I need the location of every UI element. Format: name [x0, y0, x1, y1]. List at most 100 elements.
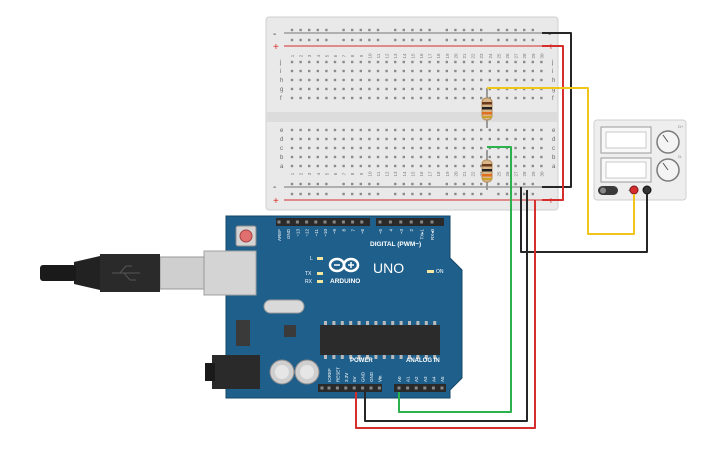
breadboard-hole[interactable]	[480, 155, 483, 159]
breadboard-hole[interactable]	[308, 87, 311, 91]
breadboard-hole[interactable]	[394, 164, 397, 168]
breadboard-hole[interactable]	[514, 69, 517, 73]
breadboard-hole[interactable]	[428, 146, 431, 150]
breadboard-hole[interactable]	[514, 155, 517, 159]
breadboard-hole[interactable]	[454, 78, 457, 82]
rail-hole[interactable]	[359, 192, 362, 196]
rail-hole[interactable]	[523, 28, 526, 32]
header-pin[interactable]	[341, 220, 345, 224]
rail-hole[interactable]	[514, 38, 517, 42]
breadboard-hole[interactable]	[454, 69, 457, 73]
rail-hole[interactable]	[290, 182, 294, 186]
breadboard-hole[interactable]	[325, 78, 328, 82]
breadboard-hole[interactable]	[385, 164, 388, 168]
breadboard-hole[interactable]	[462, 128, 466, 132]
breadboard-hole[interactable]	[359, 164, 362, 168]
breadboard-hole[interactable]	[402, 128, 405, 132]
breadboard-hole[interactable]	[342, 96, 345, 100]
breadboard-hole[interactable]	[497, 96, 500, 100]
rail-hole[interactable]	[454, 192, 457, 196]
header-pin[interactable]	[295, 220, 299, 224]
wire-yellow[interactable]	[487, 87, 635, 235]
rail-hole[interactable]	[454, 28, 457, 32]
wire-black[interactable]	[542, 32, 572, 188]
breadboard-hole[interactable]	[325, 128, 328, 132]
header-pin[interactable]	[388, 220, 392, 224]
rail-hole[interactable]	[497, 28, 500, 32]
rail-hole[interactable]	[376, 38, 380, 42]
rail-hole[interactable]	[480, 192, 483, 196]
header-pin[interactable]	[399, 220, 403, 224]
breadboard-hole[interactable]	[540, 146, 543, 150]
breadboard-hole[interactable]	[445, 137, 448, 141]
rail-hole[interactable]	[480, 182, 483, 186]
rail-hole[interactable]	[462, 192, 466, 196]
rail-hole[interactable]	[497, 192, 500, 196]
breadboard-hole[interactable]	[454, 137, 457, 141]
breadboard-hole[interactable]	[385, 96, 388, 100]
usb-cable[interactable]	[40, 250, 257, 296]
rail-hole[interactable]	[445, 38, 448, 42]
wire-red[interactable]	[355, 200, 536, 429]
breadboard-hole[interactable]	[454, 164, 457, 168]
breadboard-hole[interactable]	[497, 60, 500, 64]
breadboard-hole[interactable]	[376, 155, 380, 159]
breadboard-hole[interactable]	[531, 128, 534, 132]
breadboard-hole[interactable]	[385, 87, 388, 91]
breadboard-hole[interactable]	[368, 78, 371, 82]
breadboard-hole[interactable]	[437, 60, 440, 64]
breadboard-hole[interactable]	[411, 96, 414, 100]
rail-hole[interactable]	[454, 182, 457, 186]
rail-hole[interactable]	[394, 28, 397, 32]
header-pin[interactable]	[305, 220, 309, 224]
breadboard-hole[interactable]	[290, 146, 294, 150]
breadboard-hole[interactable]	[523, 60, 526, 64]
breadboard-hole[interactable]	[531, 60, 534, 64]
rail-hole[interactable]	[462, 38, 466, 42]
breadboard-hole[interactable]	[351, 96, 354, 100]
breadboard-hole[interactable]	[368, 146, 371, 150]
breadboard-hole[interactable]	[419, 87, 423, 91]
header-pin[interactable]	[430, 220, 434, 224]
breadboard-hole[interactable]	[428, 155, 431, 159]
rail-hole[interactable]	[402, 38, 405, 42]
breadboard-hole[interactable]	[454, 146, 457, 150]
breadboard-hole[interactable]	[445, 128, 448, 132]
wire-red[interactable]	[542, 45, 564, 201]
breadboard-hole[interactable]	[359, 87, 362, 91]
breadboard-hole[interactable]	[359, 137, 362, 141]
breadboard-hole[interactable]	[342, 146, 345, 150]
breadboard-hole[interactable]	[523, 137, 526, 141]
breadboard-hole[interactable]	[402, 96, 405, 100]
breadboard-hole[interactable]	[316, 60, 319, 64]
breadboard-hole[interactable]	[351, 60, 354, 64]
breadboard-hole[interactable]	[290, 69, 294, 73]
rail-hole[interactable]	[290, 192, 294, 196]
breadboard-hole[interactable]	[419, 164, 423, 168]
breadboard-hole[interactable]	[394, 60, 397, 64]
breadboard-hole[interactable]	[325, 60, 328, 64]
breadboard-hole[interactable]	[385, 69, 388, 73]
breadboard-hole[interactable]	[394, 137, 397, 141]
breadboard-hole[interactable]	[497, 137, 500, 141]
breadboard-hole[interactable]	[359, 96, 362, 100]
breadboard-hole[interactable]	[290, 60, 294, 64]
breadboard-hole[interactable]	[351, 164, 354, 168]
rail-hole[interactable]	[531, 192, 534, 196]
breadboard-hole[interactable]	[325, 137, 328, 141]
breadboard-hole[interactable]	[394, 87, 397, 91]
breadboard-hole[interactable]	[351, 128, 354, 132]
breadboard-hole[interactable]	[437, 128, 440, 132]
breadboard-hole[interactable]	[471, 137, 474, 141]
rail-hole[interactable]	[342, 38, 345, 42]
breadboard-hole[interactable]	[385, 78, 388, 82]
breadboard-hole[interactable]	[359, 78, 362, 82]
breadboard-hole[interactable]	[411, 164, 414, 168]
breadboard-hole[interactable]	[308, 96, 311, 100]
header-pin[interactable]	[277, 220, 281, 224]
header-pin[interactable]	[360, 220, 364, 224]
breadboard-hole[interactable]	[454, 87, 457, 91]
rail-hole[interactable]	[368, 182, 371, 186]
breadboard-hole[interactable]	[394, 78, 397, 82]
